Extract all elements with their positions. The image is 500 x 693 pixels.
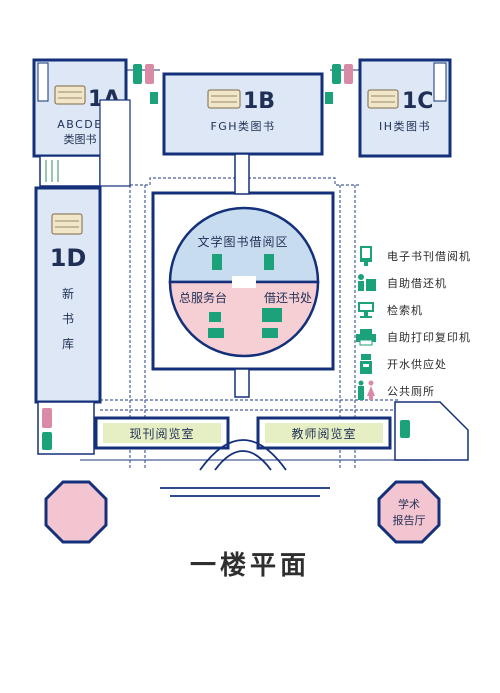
faculty-room-label: 教师阅览室 xyxy=(291,426,356,441)
room-1d-char-3: 库 xyxy=(62,336,74,351)
restroom-icon xyxy=(332,64,353,84)
east-service-block xyxy=(394,401,469,461)
printer-icon xyxy=(353,325,379,349)
entrance xyxy=(160,439,330,497)
legend-label: 检索机 xyxy=(387,304,423,317)
room-1b-name: FGH类图书 xyxy=(210,119,275,133)
books-icon xyxy=(54,85,86,105)
room-1b[interactable]: 1B FGH类图书 xyxy=(162,72,324,156)
service-desk-label: 总服务台 xyxy=(179,290,227,305)
ebook-kiosk-icon xyxy=(353,244,379,268)
legend-item-printer: 自助打印复印机 xyxy=(353,325,471,349)
legend-item-water: 开水供应处 xyxy=(353,352,447,376)
room-1c[interactable]: 1C IH类图书 xyxy=(358,58,452,158)
room-1d-code: 1D xyxy=(50,244,87,272)
search-terminal-icon xyxy=(209,312,221,322)
return-desk-label: 借还书处 xyxy=(264,291,312,305)
room-1d-char-2: 书 xyxy=(62,312,74,326)
room-1a-name-2: 类图书 xyxy=(64,132,97,146)
legend-label: 自助借还机 xyxy=(387,277,447,290)
room-1d[interactable]: 1D 新 书 库 xyxy=(34,186,102,404)
restroom-icon xyxy=(133,64,154,84)
books-icon xyxy=(367,89,399,109)
room-1c-name: IH类图书 xyxy=(379,119,431,133)
octagon-hall-west[interactable] xyxy=(44,480,108,544)
legend-label: 公共厕所 xyxy=(387,385,435,398)
water-dispenser-icon xyxy=(353,352,379,376)
books-icon xyxy=(207,89,241,109)
faculty-room[interactable]: 教师阅览室 xyxy=(256,416,392,450)
lecture-hall[interactable]: 学术 报告厅 xyxy=(377,480,441,544)
west-service-block xyxy=(37,401,95,455)
water-dispenser-icon xyxy=(150,92,333,104)
books-icon xyxy=(51,213,83,235)
floor-title: 一楼平面 xyxy=(189,551,310,581)
self-checkout-icon xyxy=(353,271,379,295)
legend-label: 电子书刊借阅机 xyxy=(387,250,471,263)
reading-area[interactable]: 文学图书借阅区 xyxy=(168,206,320,284)
service-area[interactable]: 总服务台 借还书处 xyxy=(168,276,320,358)
legend-item-ebook: 电子书刊借阅机 xyxy=(353,244,471,268)
periodicals-room-label: 现刊阅览室 xyxy=(129,426,194,441)
lecture-hall-label-1: 学术 xyxy=(398,497,420,511)
periodicals-room[interactable]: 现刊阅览室 xyxy=(94,416,230,450)
room-1a-name-1: ABCDE xyxy=(57,118,102,131)
printer-icon xyxy=(208,328,278,338)
reading-area-label: 文学图书借阅区 xyxy=(197,234,288,249)
legend-item-search: 检索机 xyxy=(353,298,423,322)
search-terminal-icon xyxy=(353,298,379,322)
room-1c-code: 1C xyxy=(402,89,433,114)
legend-item-self-checkout: 自助借还机 xyxy=(353,271,447,295)
lecture-hall-label-2: 报告厅 xyxy=(393,513,426,527)
legend-item-restroom: 公共厕所 xyxy=(353,379,435,403)
central-hall xyxy=(151,153,335,398)
room-1d-char-1: 新 xyxy=(62,286,74,301)
legend-label: 自助打印复印机 xyxy=(387,331,471,344)
room-1b-code: 1B xyxy=(243,89,275,114)
ebook-kiosk-icon xyxy=(212,254,274,270)
corridor-west xyxy=(39,99,131,187)
self-checkout-icon xyxy=(262,308,282,322)
legend-label: 开水供应处 xyxy=(387,358,447,371)
restroom-icon xyxy=(353,379,379,403)
